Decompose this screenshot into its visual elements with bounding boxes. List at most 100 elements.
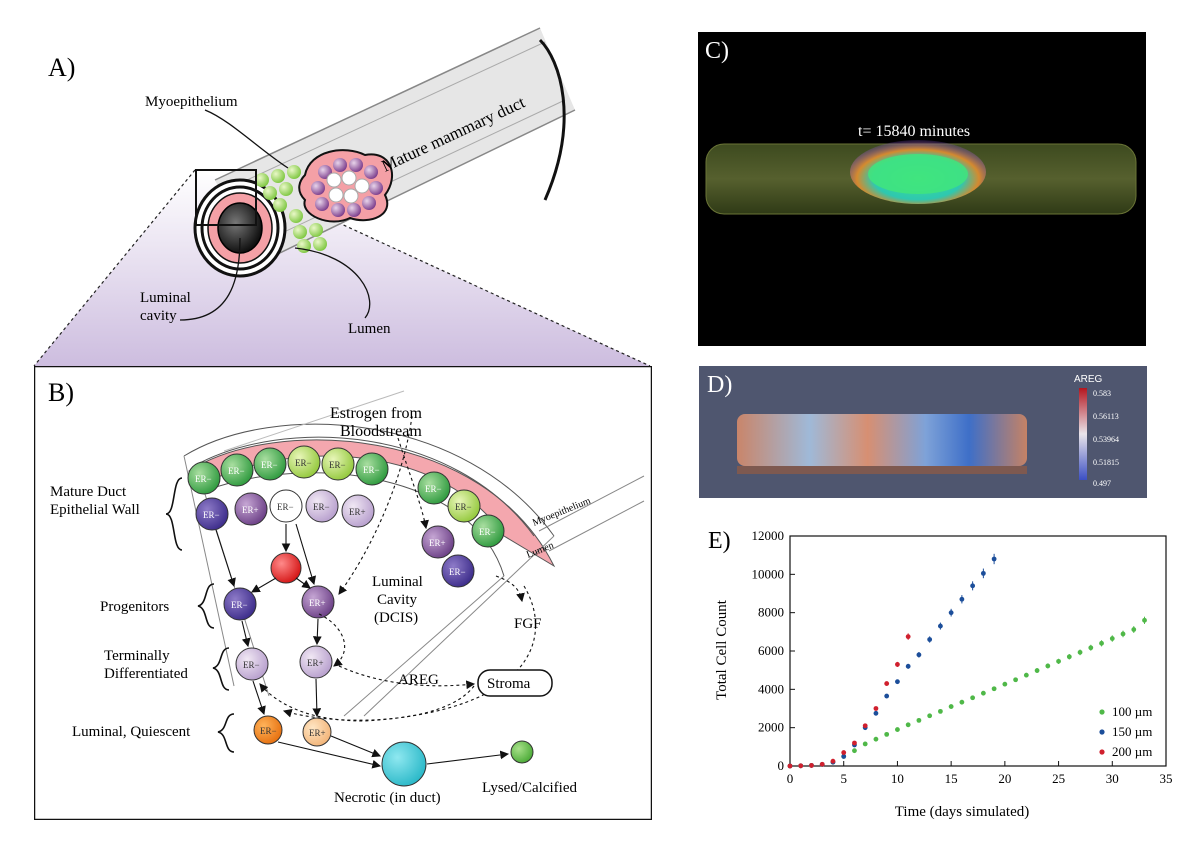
lumen-label: Lumen xyxy=(348,321,391,337)
data-point xyxy=(1034,668,1040,673)
cell-label: ER+ xyxy=(309,598,326,608)
lineage-cells xyxy=(223,552,534,787)
data-point xyxy=(938,708,943,714)
colorbar xyxy=(1079,388,1087,480)
panel-d-letter: D) xyxy=(707,372,732,398)
wall-cells xyxy=(187,445,505,588)
cell-label: ER− xyxy=(195,474,212,484)
estrogen-label-2: Bloodstream xyxy=(340,423,422,440)
cell-label: ER− xyxy=(203,510,220,520)
data-point xyxy=(970,583,976,589)
data-point xyxy=(1131,627,1137,632)
data-point xyxy=(1023,672,1029,678)
cell-label: ER− xyxy=(449,567,466,577)
y-tick-label: 10000 xyxy=(752,566,785,581)
data-point xyxy=(1120,631,1126,637)
data-point xyxy=(1066,654,1072,660)
panel-c-letter: C) xyxy=(705,38,729,64)
cell-label: ER− xyxy=(231,600,248,610)
y-tick-label: 6000 xyxy=(758,643,784,658)
myoepithelium-label: Myoepithelium xyxy=(145,94,238,110)
data-point xyxy=(905,722,911,728)
data-point xyxy=(980,570,986,576)
data-point xyxy=(916,717,922,723)
zoom-wedge xyxy=(34,170,650,366)
zoom-box xyxy=(195,169,257,226)
data-point xyxy=(862,723,868,729)
x-tick-label: 15 xyxy=(945,771,958,786)
panel-a-letter: A) xyxy=(48,53,75,82)
data-point xyxy=(884,731,890,737)
cell-label: ER+ xyxy=(349,507,366,517)
y-axis-label: Total Cell Count xyxy=(714,599,730,700)
progenitors-label: Progenitors xyxy=(100,599,169,615)
cell-label: ER+ xyxy=(242,505,259,515)
colorbar-tick: 0.497 xyxy=(1093,479,1111,488)
cell-label: ER− xyxy=(261,460,278,470)
necrotic-label: Necrotic (in duct) xyxy=(334,790,441,806)
data-point xyxy=(819,761,825,767)
panel-c-simulation-render: C) t= 15840 minutes xyxy=(698,32,1146,346)
data-point xyxy=(895,662,900,667)
duct-areg-render xyxy=(737,414,1027,466)
data-point xyxy=(1013,677,1018,683)
wall-cell-labels: ER− ER− ER− ER− ER− ER− ER− ER− ER− ER− … xyxy=(195,458,496,577)
panel-b-letter: B) xyxy=(48,378,74,407)
time-label: t= 15840 minutes xyxy=(858,123,970,140)
y-tick-label: 8000 xyxy=(758,605,784,620)
lineage-cell-labels: ER− ER+ ER− ER+ ER− ER+ xyxy=(231,598,326,738)
legend-marker xyxy=(1099,749,1105,755)
luminal-cavity-label-1: Luminal xyxy=(140,290,191,306)
terminal-label-2: Differentiated xyxy=(104,666,188,682)
data-point xyxy=(798,763,804,769)
data-point xyxy=(959,596,965,602)
colorbar-ticks: 0.583 0.56113 0.53964 0.51815 0.497 xyxy=(1093,389,1119,488)
data-point xyxy=(927,637,933,642)
data-point xyxy=(938,623,943,629)
chart-marks xyxy=(787,553,1147,769)
x-tick-label: 30 xyxy=(1106,771,1119,786)
x-tick-label: 20 xyxy=(998,771,1011,786)
data-point xyxy=(1002,681,1008,687)
x-tick-label: 35 xyxy=(1160,771,1173,786)
data-point xyxy=(927,713,933,719)
green-cells xyxy=(255,165,327,253)
braces xyxy=(165,477,235,753)
lineage-arrows xyxy=(215,523,510,769)
colorbar-tick: 0.51815 xyxy=(1093,458,1119,467)
cell-label: ER− xyxy=(455,502,472,512)
zoom-line-left xyxy=(33,169,196,367)
mature-wall-label-1: Mature Duct xyxy=(50,484,127,500)
estrogen-label-1: Estrogen from xyxy=(330,405,423,422)
data-point xyxy=(970,695,976,701)
data-point xyxy=(873,736,879,742)
colorbar-tick: 0.56113 xyxy=(1093,412,1119,421)
legend-label: 100 µm xyxy=(1112,704,1152,719)
panel-b: ER− ER− ER− ER− ER− ER− ER− ER− ER− ER− … xyxy=(34,366,652,820)
x-tick-label: 10 xyxy=(891,771,904,786)
panel-a: A) Myoepithelium Mature mammary duct Lum… xyxy=(33,27,651,367)
data-point xyxy=(895,727,900,732)
y-tick-label: 4000 xyxy=(758,681,784,696)
data-point xyxy=(905,634,911,640)
cell-label: ER− xyxy=(243,660,260,670)
panel-c-canvas: C) t= 15840 minutes xyxy=(705,38,1137,215)
data-point xyxy=(959,699,965,705)
duct-cross-section xyxy=(193,178,287,278)
data-point xyxy=(787,763,793,769)
cell-label: ER+ xyxy=(307,658,324,668)
luminal-cavity-label-2: cavity xyxy=(140,308,177,324)
data-point xyxy=(873,710,879,716)
colorbar-tick: 0.583 xyxy=(1093,389,1111,398)
legend-marker xyxy=(1099,729,1105,735)
cell-label: ER+ xyxy=(429,538,446,548)
x-tick-label: 0 xyxy=(787,771,794,786)
cell-label: ER− xyxy=(329,460,346,470)
areg-label: AREG xyxy=(398,672,439,688)
cell-label: ER− xyxy=(313,502,330,512)
data-point xyxy=(852,740,857,746)
data-point xyxy=(884,693,890,699)
panel-e-letter: E) xyxy=(708,528,731,554)
